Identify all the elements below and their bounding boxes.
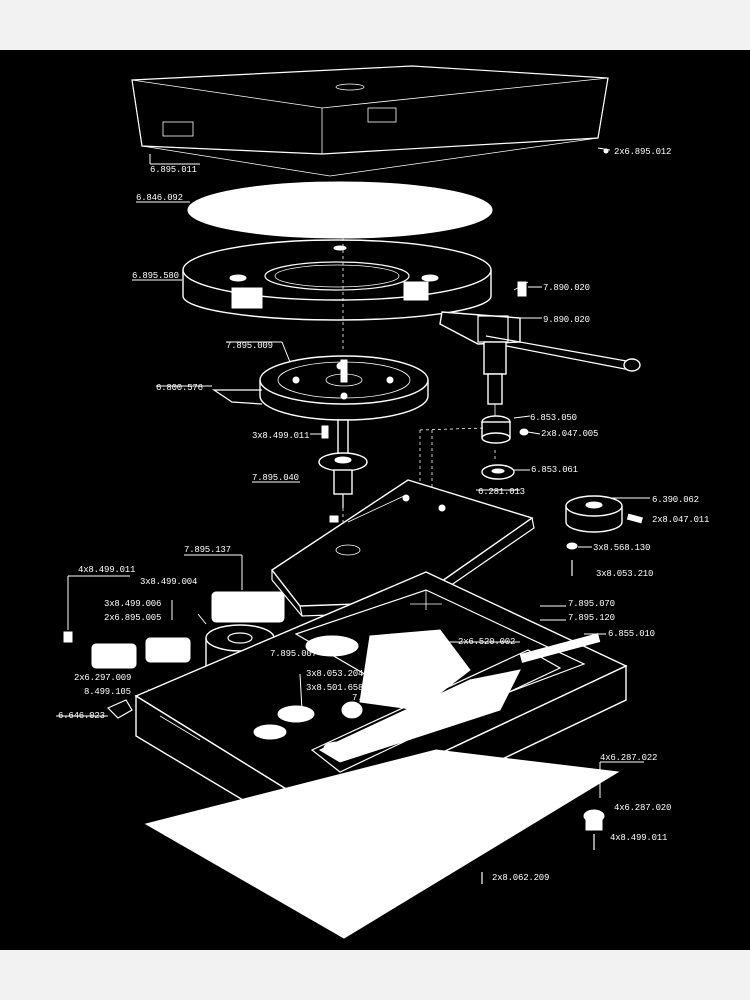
label-lift: 6.390.062 [652, 495, 699, 505]
label-arm-nut: 6.853.061 [531, 465, 578, 475]
label-motor-damper: 2x6.895.005 [104, 613, 161, 623]
label-motor-unit: 7.895.137 [184, 545, 231, 555]
label-switch: 6.646.023 [58, 711, 105, 721]
label-belt: 6.800.576 [156, 383, 203, 393]
label-motor-screws-c: 3x8.499.006 [104, 599, 161, 609]
top-plate [270, 479, 535, 617]
label-base-screws: 2x8.062.209 [492, 873, 549, 883]
label-arm-base: 6.853.050 [530, 413, 577, 423]
label-lift-screws: 2x8.047.011 [652, 515, 709, 525]
subplatter [259, 355, 429, 421]
label-pulley-screws2: 3x8.501.658 [306, 683, 363, 693]
label-chassis-screws-b: 3x8.499.065 [372, 667, 429, 677]
platter-mat [187, 181, 493, 239]
leader-line [281, 341, 291, 363]
poster-panel: 6.895.011 2x6.895.012 6.846.092 6.895.58… [0, 50, 750, 950]
part-labels: 6.895.011 2x6.895.012 6.846.092 6.895.58… [58, 147, 709, 883]
leader-line [299, 673, 303, 711]
label-feet-a: 4x6.287.022 [600, 753, 657, 763]
label-dust-hinge: 2x6.895.012 [614, 147, 671, 157]
label-arm-spring: 2x6.520.002 [458, 637, 515, 647]
leader-line [513, 415, 531, 419]
label-feet-b: 4x6.287.020 [614, 803, 671, 813]
drive-belt [212, 389, 263, 405]
label-arm-rest: 7.890.020 [543, 283, 590, 293]
label-platter: 6.895.580 [132, 271, 179, 281]
feet [481, 762, 605, 884]
label-chassis-screws-a: 3x6.281.015 [372, 651, 429, 661]
label-plinth-c: 6.855.010 [608, 629, 655, 639]
base-plate [144, 749, 620, 939]
spindle-bearing [310, 190, 368, 550]
label-mat: 6.846.092 [136, 193, 183, 203]
hinge-screw [603, 148, 609, 154]
label-damper-screw: 8.499.105 [84, 687, 131, 697]
exploded-diagram: 6.895.011 2x6.895.012 6.846.092 6.895.58… [56, 65, 709, 939]
label-spindle-screws: 3x8.499.011 [252, 431, 309, 441]
label-lift-screws2: 3x8.053.210 [596, 569, 653, 579]
label-pulley-screws: 3x8.053.204 [306, 669, 363, 679]
label-subplatter: 7.895.009 [226, 341, 273, 351]
label-arm-base-screws: 2x8.047.005 [541, 429, 598, 439]
label-lift-pins: 3x8.568.130 [593, 543, 650, 553]
tonearm [439, 281, 641, 418]
leader-line [527, 431, 541, 435]
label-plinth-a: 7.895.070 [568, 599, 615, 609]
platter [182, 239, 492, 321]
label-chassis-part: 7.643.010 [352, 693, 399, 703]
label-pulley: 7.895.007 [270, 649, 317, 659]
label-dust-cover: 6.895.011 [150, 165, 197, 175]
label-plinth-b: 7.895.120 [568, 613, 615, 623]
dust-cover [131, 65, 609, 177]
label-feet-screws: 4x8.499.011 [610, 833, 667, 843]
arm-lift [565, 495, 643, 576]
label-motor-screws-b: 3x8.499.004 [140, 577, 197, 587]
label-tonearm: 9.890.020 [543, 315, 590, 325]
label-motor-screws-a: 4x8.499.011 [78, 565, 135, 575]
label-damper-pair: 2x6.297.009 [74, 673, 131, 683]
label-arm-washer: 6.281.013 [478, 487, 525, 497]
label-bearing: 7.895.040 [252, 473, 299, 483]
arm-base-parts [419, 415, 529, 490]
